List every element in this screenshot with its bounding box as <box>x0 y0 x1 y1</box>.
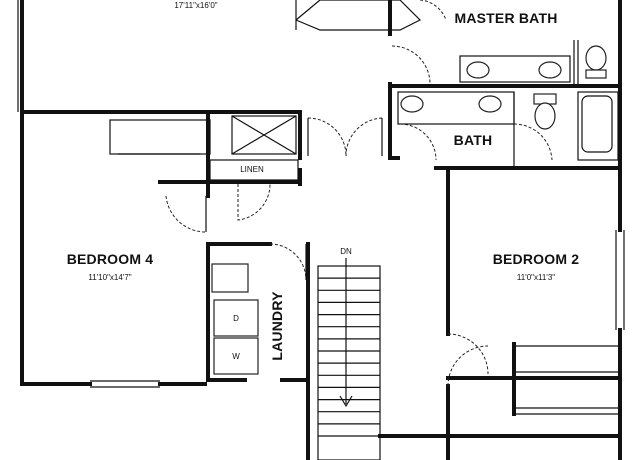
walls <box>20 0 622 460</box>
laundry-sink <box>211 263 249 293</box>
master-sink-left <box>466 61 490 79</box>
bedroom-2-label: BEDROOM 2 <box>493 251 580 267</box>
dryer <box>213 299 259 337</box>
dryer-label: D <box>233 314 239 323</box>
master-bath-label: MASTER BATH <box>454 10 557 26</box>
bath-label: BATH <box>454 132 493 148</box>
bedroom-4-label: BEDROOM 4 <box>67 251 154 267</box>
doors <box>165 0 553 387</box>
staircase <box>317 258 381 460</box>
thin-details <box>17 0 625 415</box>
top-room-dimension: 17'11"x16'0" <box>174 1 217 10</box>
fixtures <box>211 45 607 375</box>
master-toilet <box>585 45 607 71</box>
master-sink-right <box>538 61 562 79</box>
linen-label: LINEN <box>240 165 264 174</box>
washer <box>213 337 259 375</box>
bedroom-2-dimension: 11'0"x11'3" <box>517 273 555 282</box>
stair-arrow-head <box>339 395 353 408</box>
bath-sink-left <box>400 95 424 113</box>
laundry-label: LAUNDRY <box>269 291 285 361</box>
bath-sink-right <box>478 95 502 113</box>
bedroom-4-dimension: 11'10"x14'7" <box>88 273 131 282</box>
stairs-dn-label: DN <box>340 247 352 256</box>
bath-toilet <box>534 102 556 130</box>
washer-label: W <box>232 352 240 361</box>
